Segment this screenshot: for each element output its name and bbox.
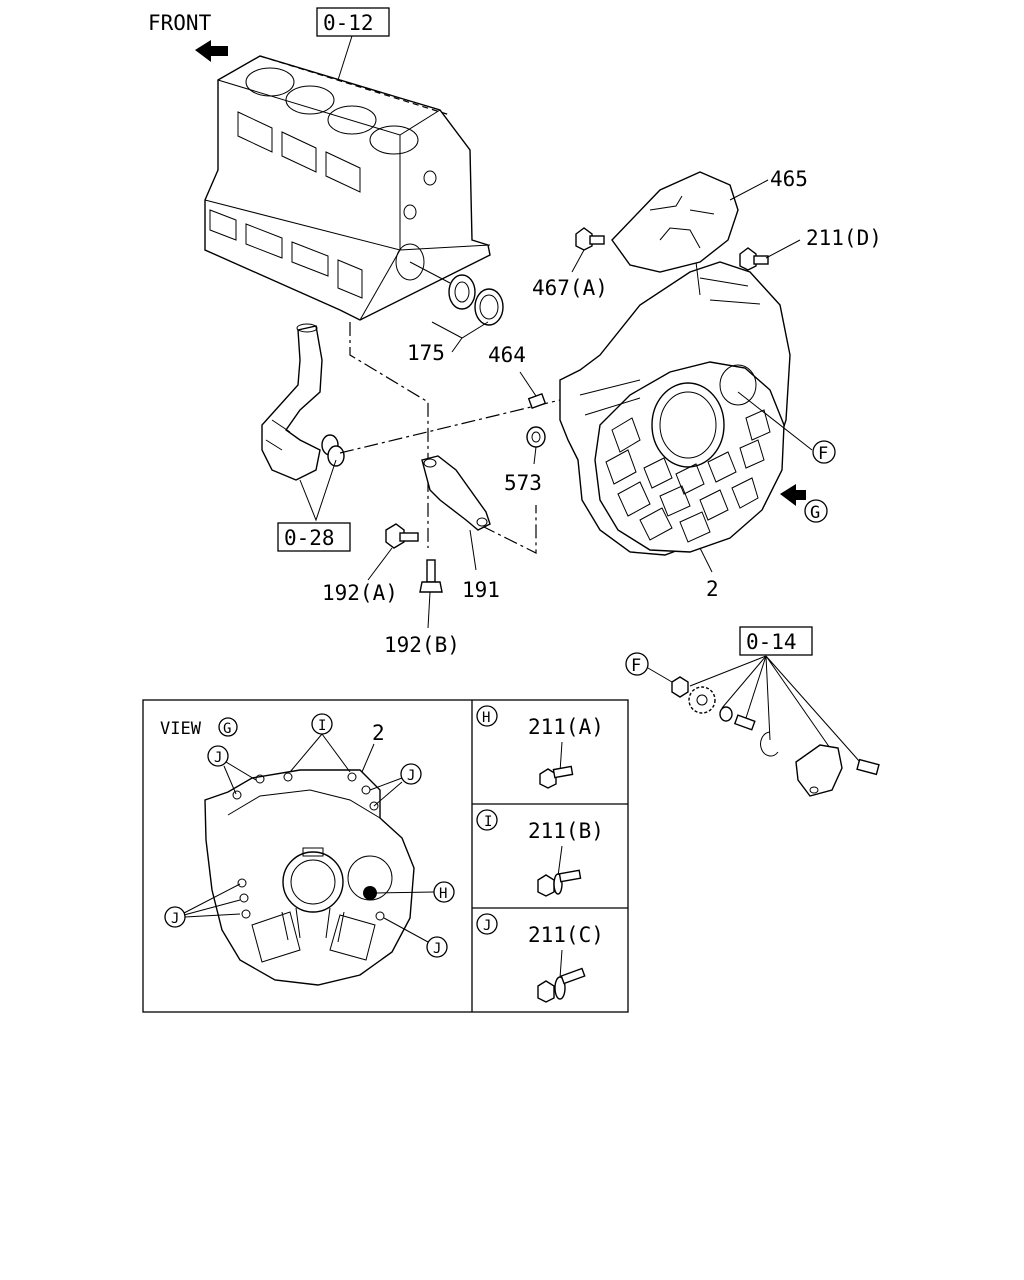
front-label: FRONT: [148, 11, 212, 35]
part-175-seals[interactable]: 175: [407, 261, 504, 365]
bolt-panel-h[interactable]: H 211(A): [476, 705, 604, 789]
part-211d-bolt[interactable]: 211(D): [739, 226, 882, 271]
part-467a-bolt[interactable]: 467(A): [532, 227, 608, 300]
view-letter: G: [223, 721, 231, 737]
bolt-panel-j[interactable]: J 211(C): [476, 913, 604, 1003]
callout-j-top-left-letter: J: [214, 750, 222, 766]
callout-j-left[interactable]: J: [164, 883, 241, 928]
bolt-panel-i-label: 211(B): [528, 819, 604, 843]
view-part-2-label: 2: [372, 721, 385, 745]
front-arrow-icon: [195, 40, 228, 62]
cylinder-block: [204, 55, 491, 321]
callout-j-top-right-letter: J: [407, 768, 415, 784]
ref-0-12-label: 0-12: [323, 11, 374, 35]
ref-0-14-group[interactable]: 0-14 F: [625, 626, 880, 797]
view-g-arrow-icon: [780, 484, 806, 506]
bolt-panel-i[interactable]: I 211(B): [476, 809, 604, 897]
detail-panel: [142, 699, 629, 1013]
part-465-plate[interactable]: 465: [611, 167, 808, 273]
bolt-panel-i-letter: I: [484, 814, 492, 830]
part-211d-label: 211(D): [806, 226, 882, 250]
ref-0-12[interactable]: 0-12: [316, 7, 390, 81]
callout-f-014-letter: F: [631, 656, 641, 676]
view-label: VIEW: [160, 719, 202, 739]
hose-assembly[interactable]: 0-28: [261, 323, 351, 552]
bolt-panel-h-label: 211(A): [528, 715, 604, 739]
part-464-label: 464: [488, 343, 526, 367]
callout-j-top-left[interactable]: J: [207, 745, 257, 795]
part-175-label: 175: [407, 341, 445, 365]
ref-0-28-label: 0-28: [284, 526, 335, 550]
callout-j-lower-right-letter: J: [433, 941, 441, 957]
callout-j-lower-right[interactable]: J: [383, 917, 448, 958]
callout-f-main-letter: F: [818, 444, 828, 464]
callout-g-main[interactable]: G: [780, 484, 828, 523]
callout-g-main-letter: G: [810, 503, 820, 523]
callout-j-left-letter: J: [171, 911, 179, 927]
callout-i-detail[interactable]: I: [289, 713, 351, 773]
part-467a-label: 467(A): [532, 276, 608, 300]
part-192b-bolt[interactable]: 192(B): [384, 559, 460, 657]
part-192a-label: 192(A): [322, 581, 398, 605]
part-573-seal[interactable]: 573: [504, 426, 546, 495]
part-191-bracket[interactable]: 191: [421, 455, 500, 602]
bolt-panel-j-letter: J: [483, 918, 491, 934]
bolt-panel-h-letter: H: [482, 710, 490, 726]
part-2-flywheel-housing[interactable]: 2: [559, 261, 791, 601]
bolt-panel-j-label: 211(C): [528, 923, 604, 947]
view-g-detail: VIEW G I 2 J: [160, 713, 455, 986]
callout-h-detail-letter: H: [439, 886, 447, 902]
callout-j-top-right[interactable]: J: [369, 763, 422, 807]
ref-0-14-label: 0-14: [746, 630, 797, 654]
part-2-label: 2: [706, 577, 719, 601]
front-indicator: FRONT: [148, 11, 228, 62]
callout-i-detail-letter: I: [318, 718, 326, 734]
housing-ribs: [605, 409, 771, 543]
part-192a-bolt[interactable]: 192(A): [322, 523, 419, 605]
part-573-label: 573: [504, 471, 542, 495]
part-464-pin[interactable]: 464: [488, 343, 547, 409]
part-191-label: 191: [462, 578, 500, 602]
part-192b-label: 192(B): [384, 633, 460, 657]
callout-f-main[interactable]: F: [737, 391, 836, 464]
part-465-label: 465: [770, 167, 808, 191]
callout-h-detail[interactable]: H: [375, 881, 455, 903]
